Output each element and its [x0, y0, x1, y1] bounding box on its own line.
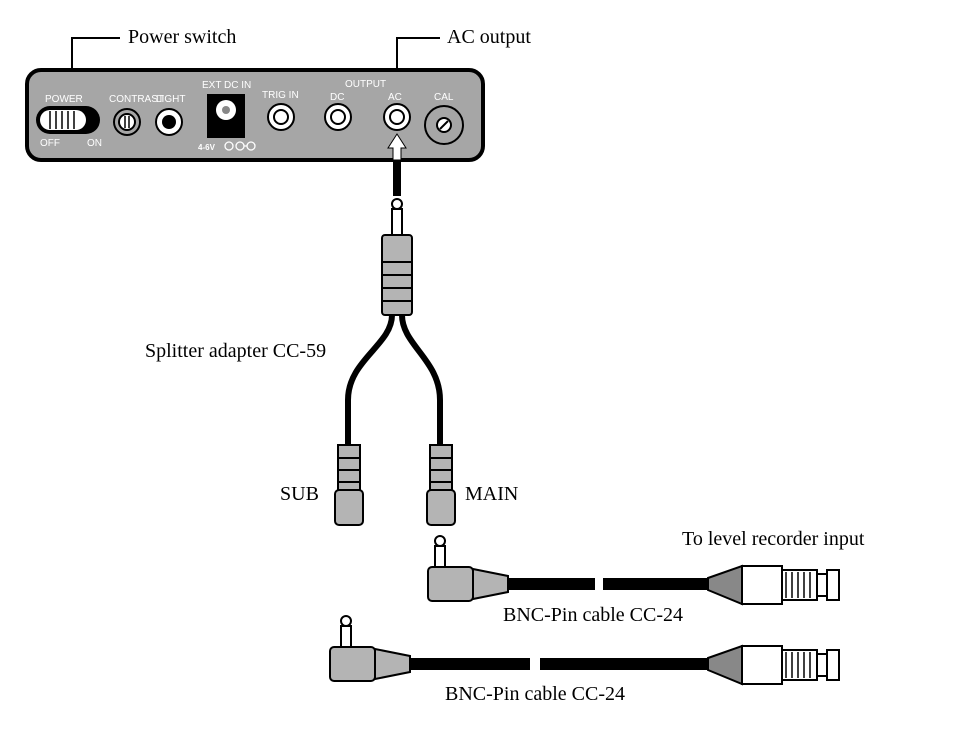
ext-dc-in-text: EXT DC IN — [202, 80, 251, 91]
insert-arrow-icon — [387, 133, 407, 196]
trig-in-text: TRIG IN — [262, 90, 299, 101]
main-plug — [426, 444, 456, 526]
recorder-label: To level recorder input — [682, 528, 865, 550]
dc-output-jack[interactable] — [324, 103, 352, 131]
ac-output-label: AC output — [447, 26, 531, 48]
dc-text: DC — [330, 92, 344, 103]
sub-label: SUB — [280, 483, 319, 505]
instrument-panel: POWER OFF ON CONTRAST LIGHT EXT DC IN — [25, 68, 485, 162]
bnc-pin-cable-2 — [329, 615, 840, 686]
cable-2-label: BNC-Pin cable CC-24 — [445, 683, 625, 705]
polarity-icon — [224, 141, 256, 151]
cal-screw[interactable] — [424, 105, 464, 145]
trig-in-jack[interactable] — [267, 103, 295, 131]
power-text: POWER — [45, 94, 83, 105]
power-switch[interactable] — [36, 106, 100, 134]
cal-text: CAL — [434, 92, 454, 103]
splitter-label: Splitter adapter CC-59 — [145, 340, 326, 362]
voltage-text: 4-6V — [198, 143, 216, 152]
ac-text: AC — [388, 92, 402, 103]
power-switch-label: Power switch — [128, 26, 236, 48]
output-text: OUTPUT — [345, 79, 386, 90]
light-text: LIGHT — [156, 94, 185, 105]
contrast-text: CONTRAST — [109, 94, 164, 105]
ext-dc-jack[interactable] — [207, 94, 245, 138]
ac-output-jack[interactable] — [383, 103, 411, 131]
main-label: MAIN — [465, 483, 518, 505]
light-button[interactable] — [155, 108, 183, 136]
contrast-knob[interactable] — [113, 108, 141, 136]
splitter-adapter — [334, 198, 456, 526]
off-text: OFF — [40, 138, 60, 149]
sub-plug — [334, 444, 364, 526]
on-text: ON — [87, 138, 102, 149]
cable-1-label: BNC-Pin cable CC-24 — [503, 604, 683, 626]
bnc-pin-cable-1 — [427, 535, 840, 606]
